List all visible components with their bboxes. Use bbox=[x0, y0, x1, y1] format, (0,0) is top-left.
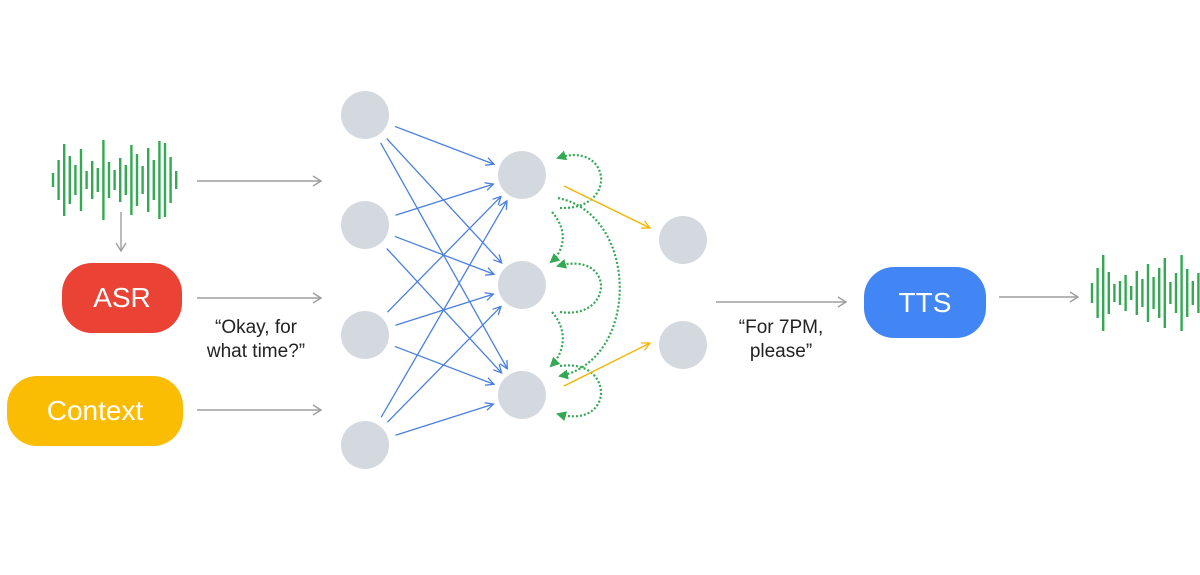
connection-arrow bbox=[394, 125, 494, 164]
node-layer-1-2 bbox=[341, 201, 389, 249]
connection-arrow bbox=[395, 294, 493, 326]
node-layer-2-3 bbox=[498, 371, 546, 419]
hidden-3-to-output-2 bbox=[563, 343, 650, 387]
asr-transcript: “Okay, for what time?” bbox=[190, 316, 322, 364]
hidden-1-to-output-1 bbox=[563, 185, 650, 228]
flow-arrows bbox=[121, 181, 1078, 410]
context-label: Context bbox=[46, 395, 144, 426]
link-hidden-2-3 bbox=[549, 311, 564, 368]
connection-arrow bbox=[386, 196, 501, 313]
tts-block: TTS bbox=[864, 267, 986, 338]
network-nodes bbox=[341, 91, 707, 469]
connection-arrow bbox=[386, 248, 502, 373]
input-waveform-icon bbox=[51, 140, 178, 220]
response-text-line-2: please” bbox=[749, 341, 813, 362]
self-loop-hidden-3 bbox=[556, 364, 603, 421]
node-layer-1-3 bbox=[341, 311, 389, 359]
node-layer-2-2 bbox=[498, 261, 546, 309]
tts-label: TTS bbox=[898, 286, 952, 318]
node-layer-3-1 bbox=[659, 216, 707, 264]
node-layer-1-4 bbox=[341, 421, 389, 469]
self-loop-hidden-2 bbox=[556, 259, 603, 314]
connection-arrow bbox=[395, 404, 493, 436]
connection-arrow bbox=[380, 201, 507, 418]
connection-arrow bbox=[386, 306, 501, 423]
connection-arrow bbox=[394, 235, 494, 274]
context-block: Context bbox=[7, 376, 183, 446]
asr-label: ASR bbox=[93, 282, 151, 313]
node-layer-1-1 bbox=[341, 91, 389, 139]
node-layer-2-1 bbox=[498, 151, 546, 199]
input-hidden-connections bbox=[380, 125, 508, 436]
connection-arrow bbox=[394, 345, 494, 384]
asr-transcript-line-1: “Okay, for bbox=[215, 317, 297, 338]
output-connections bbox=[563, 185, 650, 387]
link-hidden-1-2 bbox=[549, 211, 564, 264]
response-text-line-1: “For 7PM, bbox=[738, 317, 824, 338]
output-waveform-icon bbox=[1090, 255, 1200, 331]
connection-arrow bbox=[395, 184, 493, 216]
recurrent-connections bbox=[549, 150, 621, 421]
node-layer-3-2 bbox=[659, 321, 707, 369]
asr-block: ASR bbox=[62, 263, 182, 333]
connection-arrow bbox=[386, 138, 502, 263]
link-hidden-1-3 bbox=[557, 196, 621, 380]
response-text: “For 7PM, please” bbox=[716, 316, 846, 364]
asr-transcript-line-2: what time?” bbox=[206, 341, 306, 362]
self-loop-hidden-1 bbox=[556, 150, 603, 210]
